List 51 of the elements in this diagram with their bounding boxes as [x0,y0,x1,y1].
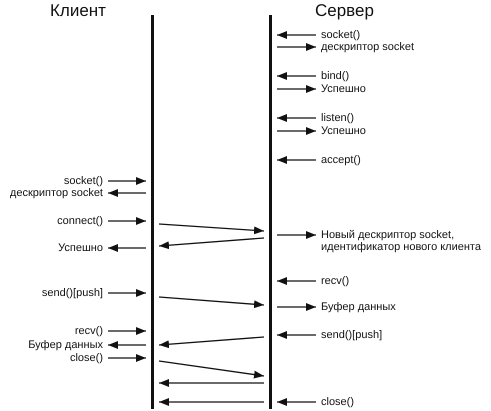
arrow [158,237,264,250]
arrow [158,336,264,348]
arrow [277,231,316,239]
arrow [277,156,316,164]
arrow [108,244,146,252]
message-label: Успешно [321,83,366,95]
arrow [277,303,316,311]
arrow [277,31,316,39]
participant-heading: Сервер [315,1,374,21]
message-label: close() [321,396,354,408]
lifeline [269,15,272,409]
arrow [277,85,316,93]
message-label: socket() [64,175,103,187]
message-label: close() [70,352,103,364]
arrow [108,189,146,197]
arrow [277,43,316,51]
participant-heading: Клиент [50,1,106,21]
arrow [108,177,146,185]
arrow [159,379,264,387]
arrow [108,341,146,349]
message-label: send()[push] [42,287,103,299]
arrow [158,223,264,234]
arrow [108,354,146,362]
message-label: Успешно [58,242,103,254]
arrow [159,398,264,406]
message-label: connect() [57,215,103,227]
message-label: send()[push] [321,329,382,341]
lifeline [151,15,154,409]
message-label: дескриптор socket [10,187,103,199]
arrow [158,296,264,308]
message-label: recv() [321,275,350,287]
message-label: accept() [321,154,361,166]
arrow [158,360,264,379]
arrow [277,72,316,80]
message-label: recv() [74,325,103,337]
message-label: Новый дескриптор socket, идентификатор нового клиента [321,229,489,253]
message-label: дескриптор socket [321,41,414,53]
arrow [277,331,316,339]
arrow [277,127,316,135]
arrow [108,217,146,225]
message-label: socket() [321,29,360,41]
arrow [277,398,316,406]
arrow [108,327,146,335]
message-label: Буфер данных [28,339,103,351]
arrow [277,277,316,285]
arrow [108,289,146,297]
arrow [277,114,316,122]
message-label: Успешно [321,125,366,137]
message-label: bind() [321,70,350,82]
message-label: listen() [321,112,354,124]
message-label: Буфер данных [321,301,396,313]
